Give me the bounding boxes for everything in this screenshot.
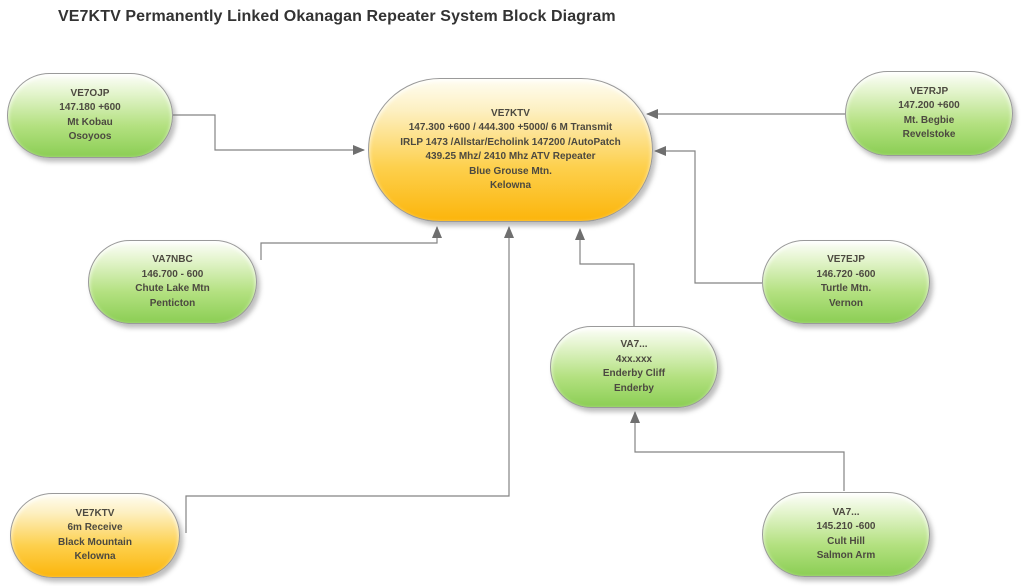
node-line: 145.210 -600 [816, 521, 876, 532]
connector-ve7ojp-to-main [173, 114, 365, 155]
node-line: 147.300 +600 / 444.300 +5000/ 6 M Transm… [408, 122, 613, 133]
connector-ve7ktv6m-to-main [185, 226, 514, 533]
node-line: IRLP 1473 /Allstar/Echolink 147200 /Auto… [400, 136, 621, 148]
node-ve7ktv-6m: VE7KTV 6m Receive Black Mountain Kelowna [10, 493, 180, 578]
node-line: Cult Hill [827, 535, 865, 547]
node-line: Vernon [829, 297, 863, 309]
node-line: Black Mountain [58, 536, 132, 548]
connector-enderby-to-main [575, 228, 635, 326]
node-line: 147.180 +600 [59, 102, 121, 113]
node-line: Mt. Begbie [903, 114, 955, 126]
diagram-title: VE7KTV Permanently Linked Okanagan Repea… [58, 8, 616, 25]
connector-culthill-to-enderby [630, 411, 845, 491]
node-ve7ktv-main: VE7KTV 147.300 +600 / 444.300 +5000/ 6 M… [368, 78, 653, 222]
node-line: VA7... [832, 506, 860, 518]
node-line: Mt Kobau [67, 116, 113, 128]
node-line: VA7... [620, 339, 648, 350]
node-line: Chute Lake Mtn [135, 283, 210, 294]
node-line: VE7KTV [491, 107, 530, 119]
node-line: Enderby Cliff [602, 368, 666, 379]
node-line: VE7RJP [909, 85, 949, 97]
node-ve7ojp: VE7OJP 147.180 +600 Mt Kobau Osoyoos [7, 73, 173, 158]
node-line: Kelowna [489, 180, 532, 191]
node-line: Revelstoke [902, 129, 956, 140]
node-line: Enderby [613, 382, 654, 394]
connector-ve7ejp-to-main [654, 146, 762, 284]
node-line: Turtle Mtn. [820, 283, 872, 294]
node-line: 439.25 Mhz/ 2410 Mhz ATV Repeater [425, 151, 596, 162]
node-va7nbc: VA7NBC 146.700 - 600 Chute Lake Mtn Pent… [88, 240, 257, 324]
node-line: 6m Receive [67, 522, 123, 533]
node-line: 146.720 -600 [816, 268, 876, 280]
node-va7-cult-hill: VA7... 145.210 -600 Cult Hill Salmon Arm [762, 492, 930, 577]
node-line: VE7EJP [827, 254, 865, 265]
node-line: Salmon Arm [816, 550, 876, 561]
connector-va7nbc-to-main [260, 226, 442, 260]
node-line: VE7OJP [70, 87, 110, 99]
node-line: Kelowna [74, 551, 116, 562]
node-line: Osoyoos [68, 131, 112, 142]
node-line: 146.700 - 600 [141, 268, 204, 280]
node-line: VE7KTV [75, 507, 115, 519]
node-ve7rjp: VE7RJP 147.200 +600 Mt. Begbie Revelstok… [845, 71, 1013, 156]
node-line: 4xx.xxx [615, 353, 653, 365]
node-line: VA7NBC [152, 254, 193, 265]
node-ve7ejp: VE7EJP 146.720 -600 Turtle Mtn. Vernon [762, 240, 930, 324]
node-line: 147.200 +600 [898, 100, 960, 111]
node-line: Penticton [149, 297, 196, 309]
node-va7-enderby: VA7... 4xx.xxx Enderby Cliff Enderby [550, 326, 718, 408]
node-line: Blue Grouse Mtn. [469, 165, 552, 177]
